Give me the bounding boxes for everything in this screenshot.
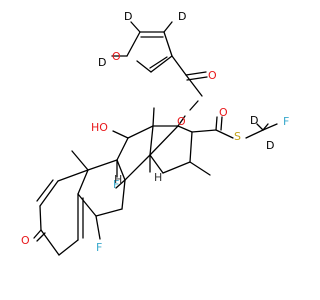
ketone-oxygen-label: O [21,234,30,247]
atom-labels: O O O O S HO F F F O H H D D D D D [21,10,289,254]
molecule-structure: O O O O S HO F F F O H H D D D D D [21,10,289,256]
ester-carbonyl-oxygen-label: O [208,69,217,82]
thioester-carbonyl-oxygen-label: O [219,106,228,119]
fluorine-cf-label: F [283,115,289,128]
furan-oxygen-label: O [112,50,121,63]
ring-d [149,125,211,176]
deuterium-a-label: D [250,114,258,127]
ring-b [77,159,126,240]
ester-bonds [171,55,208,127]
deuterium-b-label: D [266,139,274,152]
fluorine-9-label: F [113,178,119,191]
deuterium-4-label: D [178,10,186,23]
hydrogen-14-label: H [154,171,162,184]
fluorine-6-label: F [96,241,102,254]
thioester-sulfur-label: S [234,130,241,143]
ring-c [112,107,179,181]
furan-ring [111,21,173,73]
hydroxyl-label: HO [91,121,108,134]
deuterium-5-label: D [98,56,106,69]
ring-a [33,150,89,256]
deuterium-3-label: D [124,10,132,23]
c17-ester-oxygen-label: O [177,115,186,128]
thioester-bonds [191,116,278,139]
hydrogen-8-label: H [114,173,122,186]
